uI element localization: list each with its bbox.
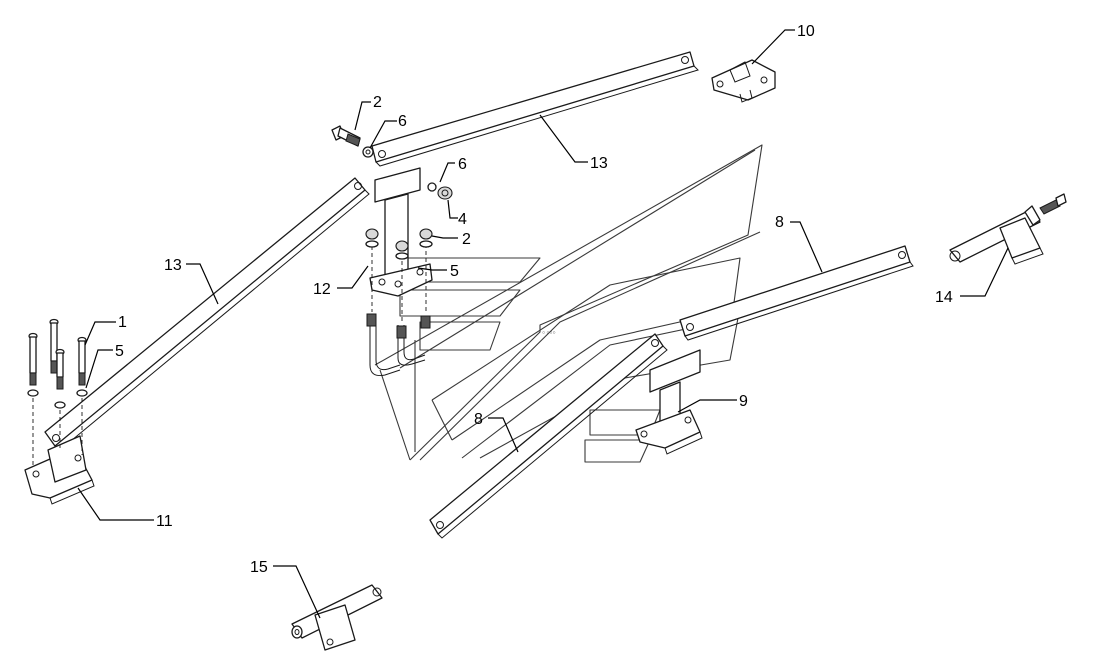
- part-10-bracket: [711, 59, 776, 103]
- svg-text:○ ○○○: ○ ○○○: [542, 330, 555, 336]
- part-13-bar-left: [44, 177, 370, 451]
- callout-12: 12: [313, 281, 331, 298]
- callout-15: 15: [250, 559, 268, 576]
- part-8-bar-lower: [429, 333, 668, 539]
- callout-13-left: 13: [164, 257, 182, 274]
- frame-outline: ○ ○○○: [374, 144, 763, 463]
- callout-2-upper: 2: [373, 94, 382, 111]
- callout-9: 9: [739, 393, 748, 410]
- part-13-bar-upper: [371, 51, 699, 167]
- part-15-bracket: [291, 584, 383, 651]
- callout-1: 1: [118, 314, 127, 331]
- part-12-vertical-bracket: [365, 167, 433, 376]
- callout-6-center: 6: [458, 156, 467, 173]
- callout-8-right: 8: [775, 214, 784, 231]
- callout-10: 10: [797, 23, 815, 40]
- callout-5-left: 5: [115, 343, 124, 360]
- callout-labels: 1 2 2 4 5 5 6 6 8 8 9 10 11 12 13 13 14 …: [115, 23, 953, 576]
- callout-5-center: 5: [450, 263, 459, 280]
- part-8-bar-right: [679, 245, 914, 341]
- leader-lines: [77, 29, 1009, 619]
- callout-6-upper: 6: [398, 113, 407, 130]
- callout-13-upper: 13: [590, 155, 608, 172]
- callout-11: 11: [156, 513, 173, 530]
- callout-4: 4: [458, 211, 467, 228]
- part-2-bolt-upper: [331, 125, 374, 158]
- callout-14: 14: [935, 289, 953, 306]
- part-1-bolts-left: [27, 318, 88, 468]
- part-9-vertical-bracket: [635, 349, 703, 455]
- callout-8-lower: 8: [474, 411, 483, 428]
- part-4-nut: [427, 182, 453, 200]
- callout-2-center: 2: [462, 231, 471, 248]
- part-11-bracket: [24, 435, 95, 505]
- part-14-pin-bracket: [949, 193, 1067, 265]
